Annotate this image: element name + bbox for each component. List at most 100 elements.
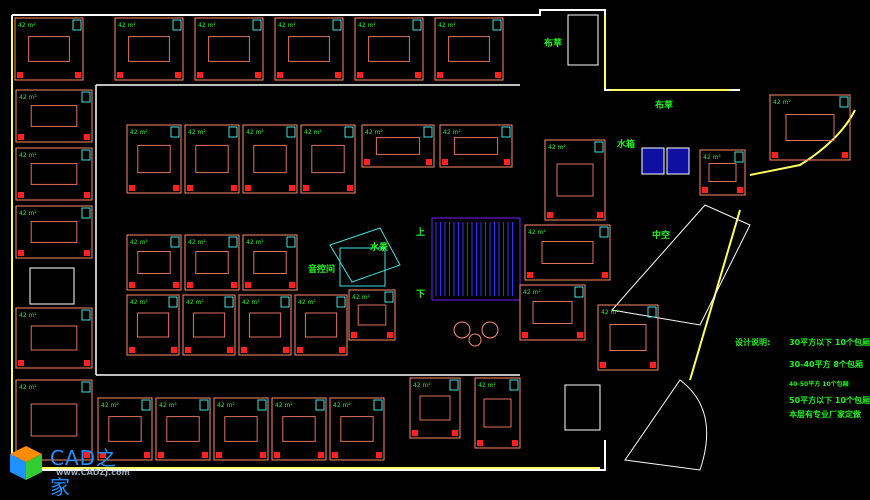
private-room[interactable]: 42 m²: [242, 234, 298, 291]
private-room[interactable]: 42 m²: [519, 284, 586, 341]
private-room[interactable]: 42 m²: [213, 397, 269, 461]
speaker-icon: [297, 347, 303, 353]
legend-line: 本层有专业厂家定做: [789, 410, 861, 419]
private-room[interactable]: 42 m²: [238, 294, 292, 356]
speaker-icon: [216, 452, 222, 458]
private-room[interactable]: 42 m²: [524, 224, 611, 281]
room-wall: [597, 304, 659, 371]
stair-left: [29, 267, 75, 305]
speaker-icon: [547, 212, 553, 218]
private-room[interactable]: 42 m²: [194, 17, 264, 81]
stair-bottom-right: [564, 384, 601, 431]
sofa-set: [785, 114, 835, 141]
room-area-label: 42 m²: [186, 299, 204, 306]
room-wall: [238, 294, 292, 356]
room-area-label: 42 m²: [523, 289, 541, 296]
private-room[interactable]: 42 m²: [242, 124, 298, 194]
private-room[interactable]: 42 m²: [126, 294, 180, 356]
sofa-set: [224, 416, 258, 442]
private-room[interactable]: 42 m²: [15, 307, 93, 369]
private-room[interactable]: 42 m²: [769, 94, 851, 161]
private-room[interactable]: 42 m²: [15, 147, 93, 201]
sofa-set: [282, 416, 316, 442]
sofa-set: [708, 163, 737, 182]
cube-logo-icon: [10, 446, 42, 480]
sofa-set: [448, 36, 490, 62]
speaker-icon: [504, 159, 510, 165]
room-area-label: 42 m²: [443, 129, 461, 136]
speaker-icon: [737, 187, 743, 193]
speaker-icon: [84, 452, 90, 458]
room-area-label: 42 m²: [19, 94, 37, 101]
private-room[interactable]: 42 m²: [114, 17, 184, 81]
speaker-icon: [274, 452, 280, 458]
private-room[interactable]: 42 m²: [329, 397, 385, 461]
private-room[interactable]: 42 m²: [15, 89, 93, 143]
private-room[interactable]: 42 m²: [300, 124, 356, 194]
private-room[interactable]: 42 m²: [699, 149, 746, 196]
private-room[interactable]: 42 m²: [361, 124, 435, 168]
private-room[interactable]: 42 m²: [15, 205, 93, 259]
room-area-label: 42 m²: [548, 144, 566, 151]
private-room[interactable]: 42 m²: [126, 124, 182, 194]
speaker-icon: [495, 72, 501, 78]
private-room[interactable]: 42 m²: [184, 234, 240, 291]
room-area-label: 42 m²: [19, 312, 37, 319]
sofa-set: [208, 36, 250, 62]
speaker-icon: [387, 332, 393, 338]
private-room[interactable]: 42 m²: [274, 17, 344, 81]
speaker-icon: [17, 72, 23, 78]
room-wall: [184, 234, 240, 291]
private-room[interactable]: 42 m²: [182, 294, 236, 356]
speaker-icon: [260, 452, 266, 458]
private-room[interactable]: 42 m²: [155, 397, 211, 461]
private-room[interactable]: 42 m²: [434, 17, 504, 81]
room-area-label: 42 m²: [333, 402, 351, 409]
stair-top: [567, 14, 599, 66]
toilet-icon: [81, 91, 91, 103]
room-area-label: 42 m²: [438, 22, 456, 29]
toilet-icon: [280, 296, 290, 308]
sofa-set: [30, 221, 78, 243]
toilet-icon: [344, 126, 354, 138]
speaker-icon: [144, 452, 150, 458]
sofa-set: [136, 312, 170, 338]
private-room[interactable]: 42 m²: [409, 377, 461, 439]
toilet-icon: [170, 126, 180, 138]
toilet-icon: [170, 236, 180, 248]
stairwell-center[interactable]: [431, 217, 521, 301]
private-room[interactable]: 42 m²: [97, 397, 153, 461]
private-room[interactable]: 42 m²: [14, 17, 84, 81]
toilet-icon: [172, 19, 182, 31]
room-wall: [15, 379, 93, 461]
room-wall: [544, 139, 606, 221]
toilet-icon: [252, 19, 262, 31]
private-room[interactable]: 42 m²: [184, 124, 240, 194]
sofa-set: [368, 36, 410, 62]
room-wall: [126, 234, 182, 291]
private-room[interactable]: 42 m²: [294, 294, 348, 356]
atrium-outline: [611, 204, 751, 471]
speaker-icon: [129, 185, 135, 191]
legend-line: 40-50平方 10个包厢: [789, 381, 849, 388]
private-room[interactable]: 42 m²: [348, 289, 396, 341]
private-room[interactable]: 42 m²: [474, 377, 521, 449]
sofa-set: [30, 403, 78, 437]
private-room[interactable]: 42 m²: [597, 304, 659, 371]
sofa-set: [137, 144, 171, 174]
room-wall: [242, 234, 298, 291]
speaker-icon: [289, 185, 295, 191]
private-room[interactable]: 42 m²: [271, 397, 327, 461]
room-wall: [114, 17, 184, 81]
private-room[interactable]: 42 m²: [439, 124, 513, 168]
sofa-set: [288, 36, 330, 62]
room-wall: [439, 124, 513, 168]
private-room[interactable]: 42 m²: [354, 17, 424, 81]
toilet-icon: [336, 296, 346, 308]
speaker-icon: [437, 72, 443, 78]
sofa-set: [137, 251, 171, 274]
private-room[interactable]: 42 m²: [544, 139, 606, 221]
room-wall: [699, 149, 746, 196]
speaker-icon: [231, 185, 237, 191]
private-room[interactable]: 42 m²: [126, 234, 182, 291]
